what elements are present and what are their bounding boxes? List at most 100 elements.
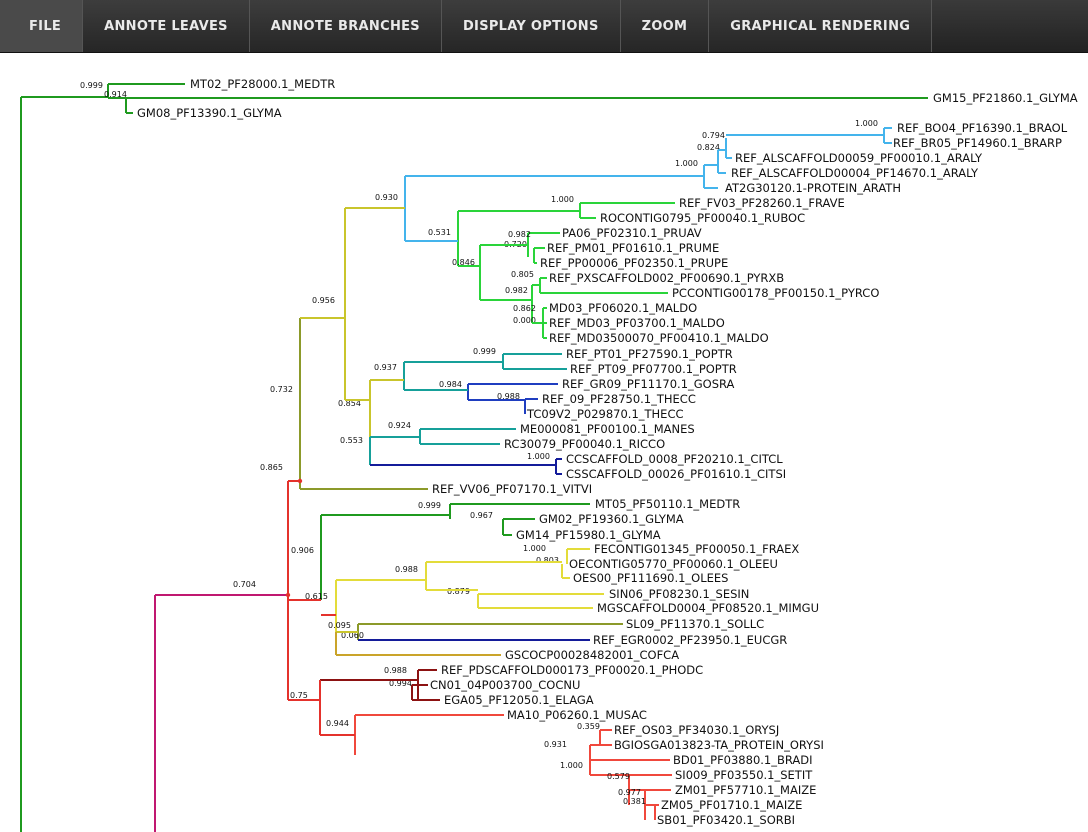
leaf-label[interactable]: GSCOCP00028482001_COFCA bbox=[505, 648, 679, 662]
leaf-label[interactable]: SB01_PF03420.1_SORBI bbox=[657, 813, 795, 827]
support-value: 0.803 bbox=[536, 556, 559, 565]
support-value: 0.846 bbox=[452, 258, 475, 267]
leaf-label[interactable]: GM15_PF21860.1_GLYMA bbox=[933, 91, 1078, 105]
menu-display-options[interactable]: DISPLAY OPTIONS bbox=[441, 0, 621, 52]
tree-node[interactable] bbox=[285, 592, 291, 598]
support-value: 0.060 bbox=[341, 631, 364, 640]
support-value: 0.862 bbox=[513, 304, 536, 313]
leaf-label[interactable]: REF_GR09_PF11170.1_GOSRA bbox=[562, 377, 735, 391]
menu-zoom[interactable]: ZOOM bbox=[620, 0, 710, 52]
leaf-label[interactable]: REF_FV03_PF28260.1_FRAVE bbox=[679, 196, 845, 210]
menu-annote-leaves[interactable]: ANNOTE LEAVES bbox=[83, 0, 250, 52]
support-value: 0.359 bbox=[577, 722, 600, 731]
support-value: 0.999 bbox=[80, 81, 103, 90]
leaf-label[interactable]: REF_MD03_PF03700.1_MALDO bbox=[549, 316, 725, 330]
leaf-label[interactable]: AT2G30120.1-PROTEIN_ARATH bbox=[725, 181, 901, 195]
leaf-label[interactable]: GM14_PF15980.1_GLYMA bbox=[516, 528, 661, 542]
leaf-label[interactable]: REF_EGR0002_PF23950.1_EUCGR bbox=[593, 633, 787, 647]
leaf-label[interactable]: PCCONTIG00178_PF00150.1_PYRCO bbox=[672, 286, 879, 300]
support-value: 1.000 bbox=[527, 452, 550, 461]
leaf-label[interactable]: REF_PXSCAFFOLD002_PF00690.1_PYRXB bbox=[549, 271, 784, 285]
leaf-label[interactable]: ME000081_PF00100.1_MANES bbox=[520, 422, 695, 436]
leaf-label[interactable]: CCSCAFFOLD_0008_PF20210.1_CITCL bbox=[566, 452, 783, 466]
support-value: 0.095 bbox=[328, 621, 351, 630]
support-value: 0.381 bbox=[623, 797, 646, 806]
menu-annote-branches[interactable]: ANNOTE BRANCHES bbox=[249, 0, 442, 52]
leaf-label[interactable]: REF_PP00006_PF02350.1_PRUPE bbox=[540, 256, 728, 270]
support-value: 0.75 bbox=[290, 691, 308, 700]
support-value: 0.988 bbox=[497, 392, 520, 401]
support-value: 0.956 bbox=[312, 296, 335, 305]
support-value: 0.794 bbox=[702, 131, 725, 140]
support-value: 0.999 bbox=[418, 501, 441, 510]
support-value: 0.579 bbox=[607, 772, 630, 781]
leaf-label[interactable]: EGA05_PF12050.1_ELAGA bbox=[444, 693, 594, 707]
leaf-label[interactable]: MD03_PF06020.1_MALDO bbox=[549, 301, 697, 315]
support-value: 0.531 bbox=[428, 228, 451, 237]
leaf-label[interactable]: REF_VV06_PF07170.1_VITVI bbox=[432, 482, 592, 496]
leaf-label[interactable]: REF_PDSCAFFOLD000173_PF00020.1_PHODC bbox=[441, 663, 703, 677]
support-value: 0.977 bbox=[618, 788, 641, 797]
leaf-label[interactable]: GM02_PF19360.1_GLYMA bbox=[539, 512, 684, 526]
leaf-label[interactable]: RC30079_PF00040.1_RICCO bbox=[504, 437, 665, 451]
support-value: 0.000 bbox=[513, 316, 536, 325]
leaf-label[interactable]: REF_PM01_PF01610.1_PRUME bbox=[547, 241, 719, 255]
support-value: 1.000 bbox=[523, 544, 546, 553]
leaf-label[interactable]: MT02_PF28000.1_MEDTR bbox=[190, 77, 335, 91]
menu-bar: FILE ANNOTE LEAVES ANNOTE BRANCHES DISPL… bbox=[0, 0, 1088, 52]
leaf-label[interactable]: FECONTIG01345_PF00050.1_FRAEX bbox=[594, 542, 799, 556]
support-value: 0.982 bbox=[508, 230, 531, 239]
support-value: 0.924 bbox=[388, 421, 411, 430]
support-value: 0.854 bbox=[338, 399, 361, 408]
support-value: 1.000 bbox=[855, 119, 878, 128]
support-value: 0.994 bbox=[389, 679, 412, 688]
support-value: 1.000 bbox=[560, 761, 583, 770]
leaf-label[interactable]: OECONTIG05770_PF00060.1_OLEEU bbox=[569, 557, 778, 571]
leaf-label[interactable]: BD01_PF03880.1_BRADI bbox=[673, 753, 813, 767]
phylogenetic-tree[interactable]: MT02_PF28000.1_MEDTR0.999GM15_PF21860.1_… bbox=[0, 52, 1088, 832]
leaf-label[interactable]: ROCONTIG0795_PF00040.1_RUBOC bbox=[600, 211, 805, 225]
leaf-label[interactable]: BGIOSGA013823-TA_PROTEIN_ORYSI bbox=[614, 738, 824, 752]
leaf-label[interactable]: PA06_PF02310.1_PRUAV bbox=[562, 226, 702, 240]
support-value: 0.824 bbox=[697, 143, 720, 152]
leaf-label[interactable]: CSSCAFFOLD_00026_PF01610.1_CITSI bbox=[566, 467, 786, 481]
support-value: 0.879 bbox=[447, 587, 470, 596]
support-value: 0.914 bbox=[104, 90, 127, 99]
leaf-label[interactable]: MT05_PF50110.1_MEDTR bbox=[595, 497, 740, 511]
leaf-label[interactable]: REF_BO04_PF16390.1_BRAOL bbox=[897, 121, 1068, 135]
support-value: 0.944 bbox=[326, 719, 349, 728]
leaf-label[interactable]: GM08_PF13390.1_GLYMA bbox=[137, 106, 282, 120]
leaf-label[interactable]: REF_ALSCAFFOLD00059_PF00010.1_ARALY bbox=[735, 151, 983, 165]
leaf-label[interactable]: REF_PT01_PF27590.1_POPTR bbox=[566, 347, 733, 361]
leaf-label[interactable]: REF_MD03500070_PF00410.1_MALDO bbox=[549, 331, 769, 345]
support-value: 1.000 bbox=[551, 195, 574, 204]
leaf-label[interactable]: OES00_PF111690.1_OLEES bbox=[573, 571, 728, 585]
leaf-label[interactable]: SIN06_PF08230.1_SESIN bbox=[609, 587, 749, 601]
support-value: 0.704 bbox=[233, 580, 256, 589]
leaf-label[interactable]: TC09V2_P029870.1_THECC bbox=[526, 407, 684, 421]
leaf-label[interactable]: ZM01_PF57710.1_MAIZE bbox=[675, 783, 816, 797]
menu-file[interactable]: FILE bbox=[0, 0, 84, 52]
leaf-label[interactable]: SL09_PF11370.1_SOLLC bbox=[626, 617, 764, 631]
support-value: 0.999 bbox=[473, 347, 496, 356]
leaf-label[interactable]: REF_BR05_PF14960.1_BRARP bbox=[893, 136, 1062, 150]
support-value: 1.000 bbox=[675, 159, 698, 168]
leaf-label[interactable]: REF_ALSCAFFOLD00004_PF14670.1_ARALY bbox=[731, 166, 979, 180]
support-value: 0.930 bbox=[375, 193, 398, 202]
menu-graphical-rendering[interactable]: GRAPHICAL RENDERING bbox=[709, 0, 933, 52]
support-value: 0.615 bbox=[305, 592, 328, 601]
tree-node[interactable] bbox=[297, 478, 303, 484]
support-value: 0.967 bbox=[470, 511, 493, 520]
leaf-label[interactable]: CN01_04P003700_COCNU bbox=[430, 678, 580, 692]
support-value: 0.982 bbox=[505, 286, 528, 295]
leaf-label[interactable]: REF_PT09_PF07700.1_POPTR bbox=[570, 362, 737, 376]
leaf-label[interactable]: ZM05_PF01710.1_MAIZE bbox=[661, 798, 802, 812]
leaf-label[interactable]: REF_OS03_PF34030.1_ORYSJ bbox=[614, 723, 779, 737]
support-value: 0.984 bbox=[439, 380, 462, 389]
leaf-label[interactable]: SI009_PF03550.1_SETIT bbox=[675, 768, 813, 782]
support-value: 0.931 bbox=[544, 740, 567, 749]
leaf-label[interactable]: REF_09_PF28750.1_THECC bbox=[542, 392, 696, 406]
leaf-label[interactable]: MGSCAFFOLD0004_PF08520.1_MIMGU bbox=[597, 601, 819, 615]
support-value: 0.553 bbox=[340, 436, 363, 445]
leaf-label[interactable]: MA10_P06260.1_MUSAC bbox=[507, 708, 647, 722]
